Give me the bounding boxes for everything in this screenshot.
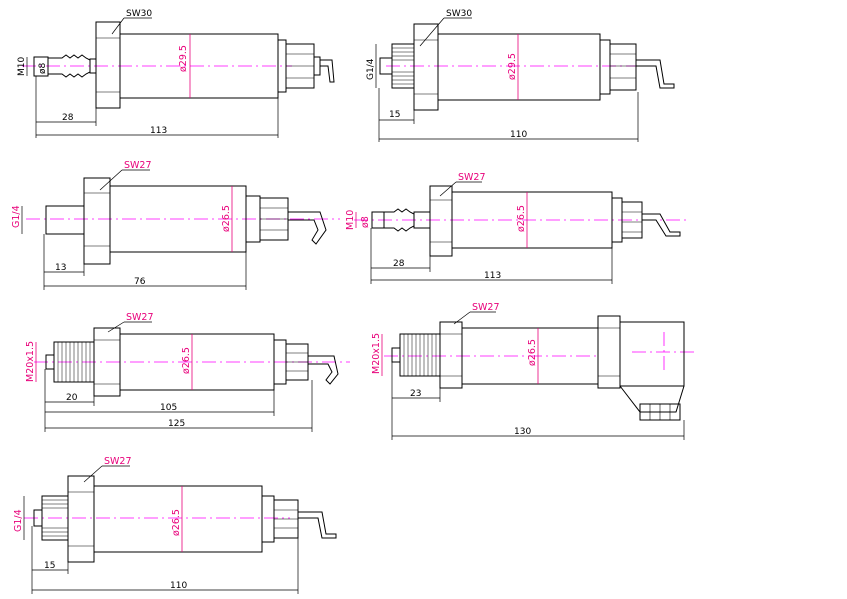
sw-label: SW30 [446, 9, 472, 19]
thread-label: M10 [17, 57, 27, 76]
diameter-label: ø26.5 [171, 509, 182, 536]
tip-length-label: 23 [410, 389, 421, 399]
diameter-label: ø26.5 [516, 205, 527, 232]
tip-length-label: 15 [389, 110, 400, 120]
thread-label: M20x1.5 [25, 341, 36, 382]
overall-length-label: 76 [134, 277, 146, 287]
thread-label: M10 [345, 210, 356, 230]
sw-label: SW27 [472, 302, 500, 313]
thread-label: G1/4 [11, 205, 22, 228]
diameter-label: ø26.5 [527, 339, 538, 366]
sw-label: SW27 [104, 456, 132, 467]
tip-length-label: 20 [66, 393, 78, 403]
sw-label: SW27 [126, 312, 154, 323]
view-2: ø29.5 SW30 G1/4 15 110 [366, 9, 675, 142]
overall-length-label: 113 [150, 126, 167, 136]
view-3: ø26.5 SW27 G1/4 13 76 [11, 160, 340, 290]
overall-length-label: 110 [510, 130, 527, 140]
thread-label: G1/4 [13, 509, 24, 532]
overall-length-label: 110 [170, 581, 187, 591]
overall-length-label: 125 [168, 419, 185, 429]
sw-label: SW30 [126, 9, 152, 19]
view-6: ø26.5 SW27 M20x1.5 23 130 [371, 302, 696, 440]
bore-label: ø8 [360, 216, 371, 228]
tip-length-label: 28 [62, 113, 74, 123]
view-1: ø29.5 SW30 M10 ø8 28 113 [17, 9, 335, 138]
thread-label: M20x1.5 [371, 333, 382, 374]
overall-length-label: 130 [514, 427, 531, 437]
sw-label: SW27 [124, 160, 152, 171]
tip-length-label: 15 [44, 561, 55, 571]
overall-length-label: 113 [484, 271, 501, 281]
tip-length-label: 28 [393, 259, 405, 269]
diameter-label: ø29.5 [507, 53, 518, 80]
body-length-label: 105 [160, 403, 177, 413]
view-7: ø26.5 SW27 G1/4 15 110 [13, 456, 337, 594]
diameter-label: ø29.5 [178, 45, 189, 72]
diameter-label: ø26.5 [181, 347, 192, 374]
bore-label: ø8 [38, 62, 48, 74]
view-4: ø26.5 SW27 M10 ø8 28 113 [345, 172, 690, 284]
view-5: ø26.5 SW27 M20x1.5 20 105 125 [25, 312, 350, 432]
thread-label: G1/4 [366, 58, 376, 80]
tip-length-label: 13 [55, 263, 66, 273]
sw-label: SW27 [458, 172, 486, 183]
diameter-label: ø26.5 [221, 205, 232, 232]
